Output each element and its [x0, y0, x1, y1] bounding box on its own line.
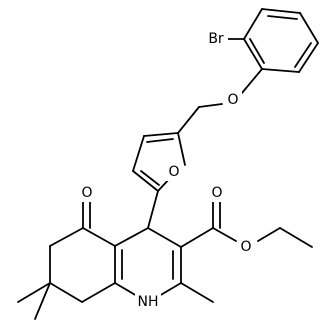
bond-ch2-furan — [177, 106, 200, 134]
bond-c2-n — [158, 282, 182, 297]
ether-o-label-bg — [224, 91, 242, 109]
bond-c5-c6 — [49, 227, 84, 247]
bond-ester-single-o — [212, 227, 237, 242]
bond-furan-double-a — [146, 138, 174, 143]
bond-furan-1 — [177, 132, 186, 166]
bond-aryl-double-a — [267, 15, 298, 20]
ether-oxygen-label: O — [227, 92, 238, 108]
bond-furan-2 — [143, 132, 179, 137]
ketone-o-label-bg — [78, 184, 96, 202]
bond-c2-methyl — [180, 282, 214, 303]
bond-c7-c8 — [49, 282, 83, 303]
br-label-bg — [206, 30, 228, 48]
bond-ester-ethyl-2 — [279, 227, 313, 248]
bond-n-c8a — [114, 282, 138, 297]
ester-oxygen-label: O — [240, 239, 251, 255]
bond-aryl-6 — [243, 8, 263, 40]
bond-aryl-5 — [243, 38, 263, 70]
furan-oxygen-label: O — [168, 164, 179, 180]
bond-aryl-4 — [261, 68, 300, 73]
bond-aryl-oxygen — [241, 68, 263, 94]
ester-carbonyl-oxygen-label: O — [211, 185, 222, 201]
atom-labels: Br O O O O O NH — [78, 30, 255, 310]
bond-c7-methyl-b — [34, 282, 51, 320]
ester-carbonyl-o-label-bg — [208, 184, 226, 202]
nh-label-bg — [135, 292, 161, 310]
bond-furan-c4 — [147, 190, 159, 229]
bromine-label: Br — [208, 31, 224, 47]
bond-c7-methyl-a — [17, 282, 51, 303]
nh-label: NH — [138, 294, 159, 310]
bonds — [17, 8, 319, 320]
bond-c3-ester-carbon — [180, 227, 214, 248]
bond-ester-ethyl-1 — [257, 227, 281, 242]
bond-aryl-3 — [298, 42, 319, 73]
bond-furan-double-b — [140, 170, 160, 186]
bond-c4-c3 — [147, 227, 182, 248]
bond-furan-4 — [132, 170, 159, 192]
bond-furan-3 — [132, 135, 145, 172]
bond-c4a-c4 — [114, 227, 149, 247]
bond-aryl-1 — [261, 8, 301, 14]
bond-c4a-c5 — [82, 227, 116, 247]
bond-c8-c8a — [81, 282, 116, 303]
ester-o-label-bg — [237, 238, 255, 256]
ketone-oxygen-label: O — [81, 185, 92, 201]
bond-oxygen-ch2 — [198, 103, 223, 108]
furan-o-label-bg — [165, 163, 183, 181]
bond-aryl-double-c — [249, 38, 265, 64]
bond-aryl-double-b — [294, 42, 312, 68]
bond-aryl-2 — [299, 12, 319, 44]
